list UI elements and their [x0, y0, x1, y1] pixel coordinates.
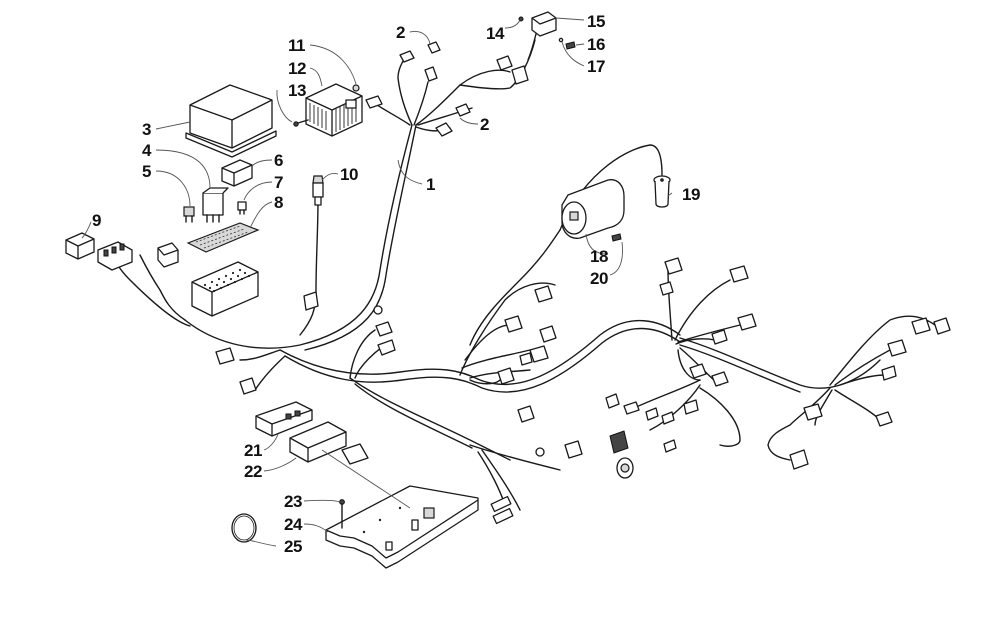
part-24-mounting-plate [325, 485, 479, 569]
callout-17: 17 [587, 57, 605, 76]
part-12-voltage-regulator [305, 83, 363, 137]
callout-6: 6 [274, 151, 283, 170]
fuse-block [191, 261, 259, 317]
part-3-fuse-box-cover [185, 84, 277, 158]
callout-19: 19 [682, 185, 700, 204]
part-5-fuse [183, 206, 195, 223]
callout-2-lower: 2 [480, 115, 489, 134]
part-20-screw [611, 233, 622, 242]
part-9-relay-module [65, 232, 133, 271]
part-17-washer [558, 37, 564, 43]
part-19-power-outlet [653, 175, 671, 208]
callout-22: 22 [244, 462, 262, 481]
callout-23: 23 [284, 492, 302, 511]
part-8-fuse-label-card [186, 222, 260, 253]
callout-25: 25 [284, 537, 302, 556]
callout-8: 8 [274, 193, 283, 212]
part-15-switch-module [527, 11, 557, 61]
callout-14: 14 [486, 24, 505, 43]
part-4-relay [202, 187, 229, 223]
callout-24: 24 [284, 515, 303, 534]
connectors-right-cluster [659, 257, 757, 387]
callout-4: 4 [142, 141, 152, 160]
callout-1: 1 [426, 175, 435, 194]
callout-21: 21 [244, 441, 262, 460]
callout-18: 18 [590, 247, 608, 266]
callout-5: 5 [142, 162, 151, 181]
part-13-screw [293, 119, 309, 127]
part-6-relay [221, 159, 253, 187]
part-25-cable-ring [231, 513, 257, 543]
connectors-mid-cluster [215, 285, 557, 395]
callout-7: 7 [274, 173, 283, 192]
connectors-lower-center [341, 405, 583, 525]
part-11-nut [352, 84, 360, 92]
connectors-fuse-cluster [605, 393, 699, 479]
leader-lines [81, 17, 673, 547]
part-2-connector-upper [399, 41, 529, 137]
part-21-ecu-connector [255, 401, 313, 437]
part-7-mini-fuse [237, 201, 247, 215]
part-16-screw [565, 41, 576, 50]
callout-3: 3 [142, 120, 151, 139]
callouts: 1 2 2 3 4 5 6 7 8 9 10 11 12 13 14 15 16… [92, 12, 700, 556]
callout-2-upper: 2 [396, 23, 405, 42]
callout-15: 15 [587, 12, 605, 31]
callout-12: 12 [288, 59, 306, 78]
callout-20: 20 [590, 269, 608, 288]
callout-9: 9 [92, 211, 101, 230]
part-10-sensor [312, 175, 324, 206]
callout-13: 13 [288, 81, 306, 100]
callout-16: 16 [587, 35, 605, 54]
connector-fuseblock [157, 242, 179, 268]
connector-regulator [365, 95, 383, 109]
part-22-ecu [289, 421, 347, 463]
callout-10: 10 [340, 165, 358, 184]
callout-11: 11 [288, 36, 305, 55]
part-18-ignition-coil [561, 179, 625, 239]
connectors-far-right [789, 317, 951, 470]
